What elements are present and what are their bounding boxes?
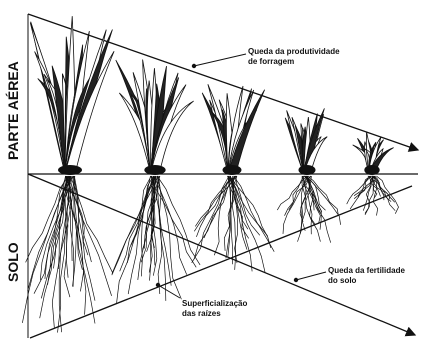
root-strand — [368, 176, 391, 202]
plant-shoot — [353, 132, 394, 175]
plant-base — [144, 165, 165, 175]
root-strand — [117, 176, 156, 303]
aerial-part-label: PARTE AÉREA — [5, 61, 21, 160]
root-strand — [354, 176, 371, 199]
plant-2 — [112, 60, 200, 303]
plant-shoot — [116, 60, 194, 175]
roots-annotation-line2: das raízes — [182, 309, 221, 318]
root-strand — [347, 176, 369, 204]
root-strand — [234, 176, 271, 248]
plant-base — [58, 165, 82, 175]
plant-shoot — [202, 84, 264, 175]
fertility-annotation-line1: Queda da fertilidade — [328, 266, 405, 275]
plant-shoot — [285, 108, 327, 175]
root-strand — [128, 176, 153, 294]
plant-roots — [347, 176, 399, 216]
root-strand — [154, 176, 187, 275]
fertility-pointer-dot — [294, 278, 298, 282]
soil-label: SOLO — [5, 242, 21, 282]
fertility-pointer-line — [296, 272, 326, 280]
fertility-annotation-line2: do solo — [328, 276, 357, 285]
root-strand — [298, 176, 311, 242]
plant-base — [364, 165, 379, 175]
plant-roots — [277, 176, 340, 243]
plant-base — [298, 165, 315, 175]
forage-annotation-line1: Queda da produtividade — [248, 47, 340, 56]
plant-base — [223, 165, 242, 175]
roots-annotation-line1: Superficialização — [182, 299, 247, 308]
plant-roots — [22, 176, 113, 333]
forage-annotation-line2: de forragem — [248, 57, 294, 66]
root-strand — [283, 176, 311, 234]
forage-pointer-line — [194, 54, 246, 66]
plant-3 — [192, 84, 275, 272]
plant-roots — [192, 176, 275, 273]
root-strand — [26, 176, 69, 262]
forage-pointer-dot — [192, 64, 196, 68]
soil-fertility-line — [28, 174, 415, 335]
root-depth-line — [30, 186, 412, 338]
roots-pointer-dot — [156, 283, 160, 287]
plant-4 — [277, 108, 340, 242]
